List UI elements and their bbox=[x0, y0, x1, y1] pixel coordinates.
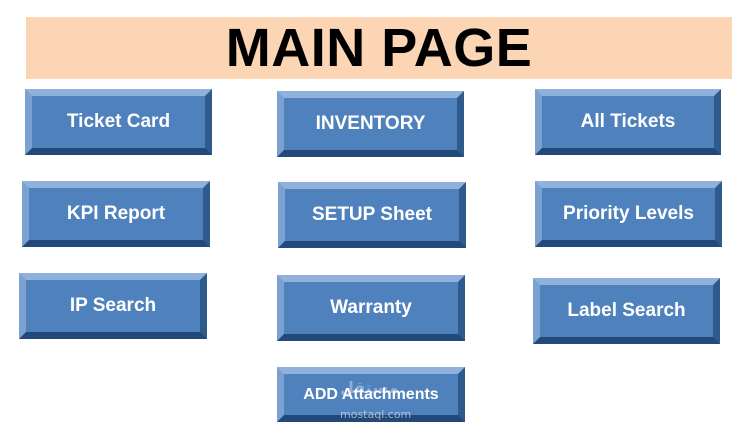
add-attachments-button[interactable]: ADD Attachments bbox=[277, 367, 465, 422]
title-banner: MAIN PAGE bbox=[26, 17, 732, 79]
page-title: MAIN PAGE bbox=[225, 18, 533, 78]
inventory-button[interactable]: INVENTORY bbox=[277, 91, 464, 157]
kpi-report-button[interactable]: KPI Report bbox=[22, 181, 210, 247]
watermark-logo: مستقل bbox=[340, 378, 399, 397]
ip-search-button[interactable]: IP Search bbox=[19, 273, 207, 339]
label-search-button[interactable]: Label Search bbox=[533, 278, 720, 344]
watermark-text: mostaql.com bbox=[340, 408, 412, 421]
ticket-card-button[interactable]: Ticket Card bbox=[25, 89, 212, 155]
all-tickets-button[interactable]: All Tickets bbox=[535, 89, 721, 155]
setup-sheet-button[interactable]: SETUP Sheet bbox=[278, 182, 466, 248]
priority-levels-button[interactable]: Priority Levels bbox=[535, 181, 722, 247]
warranty-button[interactable]: Warranty bbox=[277, 275, 465, 341]
